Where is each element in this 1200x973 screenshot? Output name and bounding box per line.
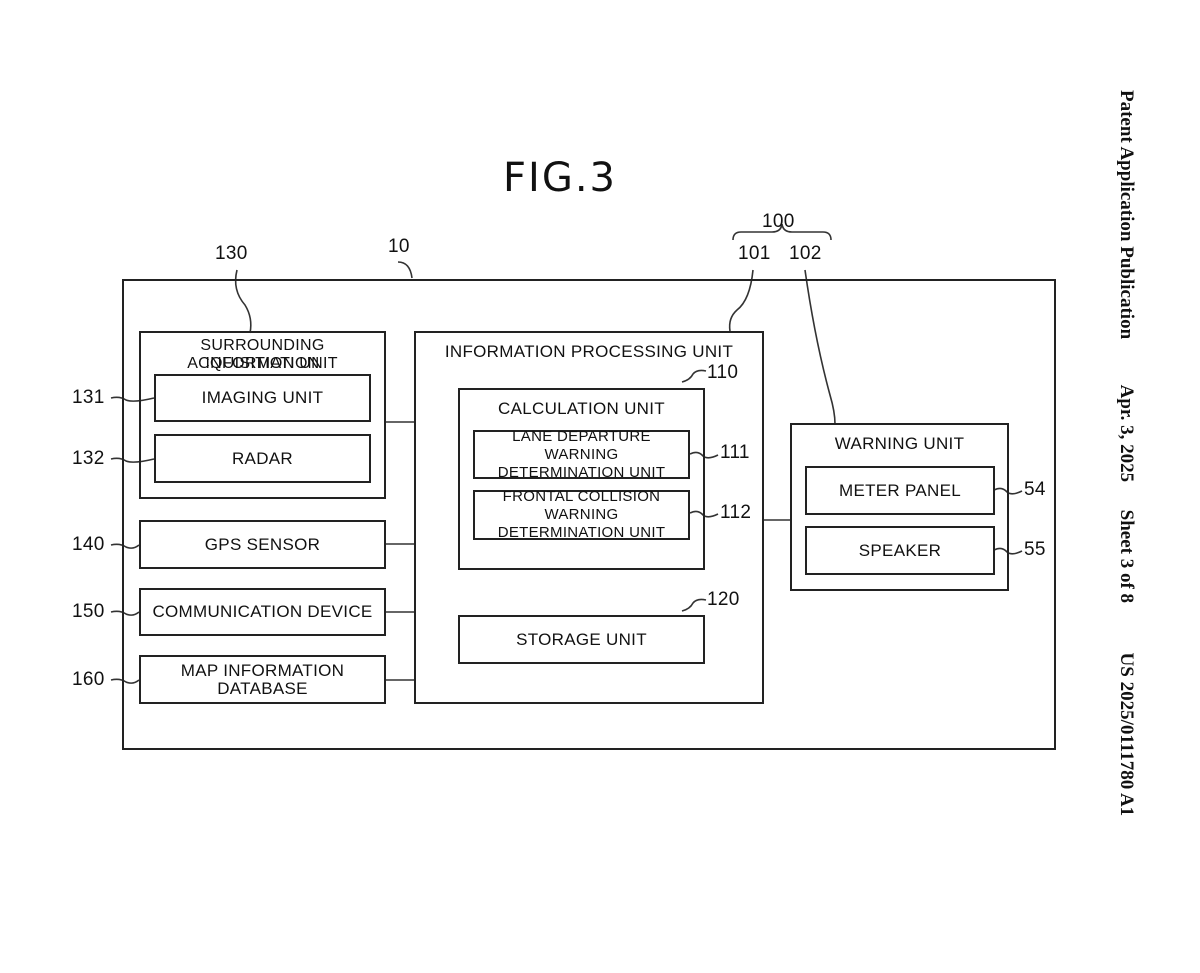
surrounding-information-acquisition-unit: SURROUNDING INFORMATION ACQUISITION UNIT — [139, 331, 386, 499]
frontal-label-line2: DETERMINATION UNIT — [497, 524, 666, 541]
meter-panel-label: METER PANEL — [838, 480, 961, 500]
ref-100: 100 — [762, 211, 795, 232]
ref-120: 120 — [707, 589, 740, 610]
surrounding-label-line1: SURROUNDING INFORMATION — [200, 337, 325, 372]
ref-10: 10 — [388, 236, 410, 257]
communication-device-label: COMMUNICATION DEVICE — [152, 602, 373, 621]
surrounding-label-line2: ACQUISITION UNIT — [187, 355, 338, 372]
information-processing-unit: INFORMATION PROCESSING UNIT — [414, 331, 764, 704]
map-information-database-box: MAP INFORMATION DATABASE — [139, 655, 386, 704]
imaging-unit-label: IMAGING UNIT — [201, 388, 324, 407]
ref-140: 140 — [72, 534, 105, 555]
ref-110: 110 — [707, 362, 739, 383]
lane-label-line1: LANE DEPARTURE WARNING — [512, 427, 651, 463]
frontal-label-line1: FRONTAL COLLISION WARNING — [502, 488, 661, 523]
lane-label-line2: DETERMINATION UNIT — [497, 463, 666, 481]
communication-device-box: COMMUNICATION DEVICE — [139, 588, 386, 636]
warning-unit: WARNING UNIT — [790, 423, 1009, 591]
ref-101: 101 — [738, 243, 771, 264]
gps-sensor-box: GPS SENSOR — [139, 520, 386, 569]
storage-unit-box: STORAGE UNIT — [458, 615, 705, 664]
speaker-label: SPEAKER — [858, 540, 942, 560]
ref-132: 132 — [72, 448, 105, 469]
speaker-box: SPEAKER — [805, 526, 995, 575]
frontal-collision-warning-determination-unit: FRONTAL COLLISION WARNING DETERMINATION … — [473, 488, 690, 541]
information-processing-unit-label: INFORMATION PROCESSING UNIT — [444, 342, 734, 361]
radar-label: RADAR — [231, 448, 293, 468]
ref-112: 112 — [720, 502, 752, 523]
ref-102: 102 — [789, 243, 822, 264]
ref-131: 131 — [72, 387, 105, 408]
ref-130: 130 — [215, 243, 248, 264]
gps-sensor-label: GPS SENSOR — [204, 534, 321, 554]
map-label-line1: MAP INFORMATION — [180, 660, 345, 680]
ref-111: 111 — [720, 442, 750, 463]
calculation-unit-label: CALCULATION UNIT — [498, 399, 665, 418]
ref-54: 54 — [1024, 479, 1046, 500]
radar-box: RADAR — [154, 434, 371, 483]
ref-55: 55 — [1024, 539, 1046, 560]
lane-departure-warning-determination-unit: LANE DEPARTURE WARNING DETERMINATION UNI… — [473, 427, 690, 481]
calculation-unit: CALCULATION UNIT — [458, 388, 705, 570]
ref-160: 160 — [72, 669, 105, 690]
storage-unit-label: STORAGE UNIT — [516, 629, 647, 649]
warning-unit-label: WARNING UNIT — [834, 434, 965, 453]
system-box — [122, 279, 1056, 750]
figure-title: FIG.3 — [503, 155, 617, 201]
meter-panel-box: METER PANEL — [805, 466, 995, 515]
imaging-unit-box: IMAGING UNIT — [154, 374, 371, 422]
ref-150: 150 — [72, 601, 105, 622]
map-label-line2: DATABASE — [217, 678, 308, 698]
